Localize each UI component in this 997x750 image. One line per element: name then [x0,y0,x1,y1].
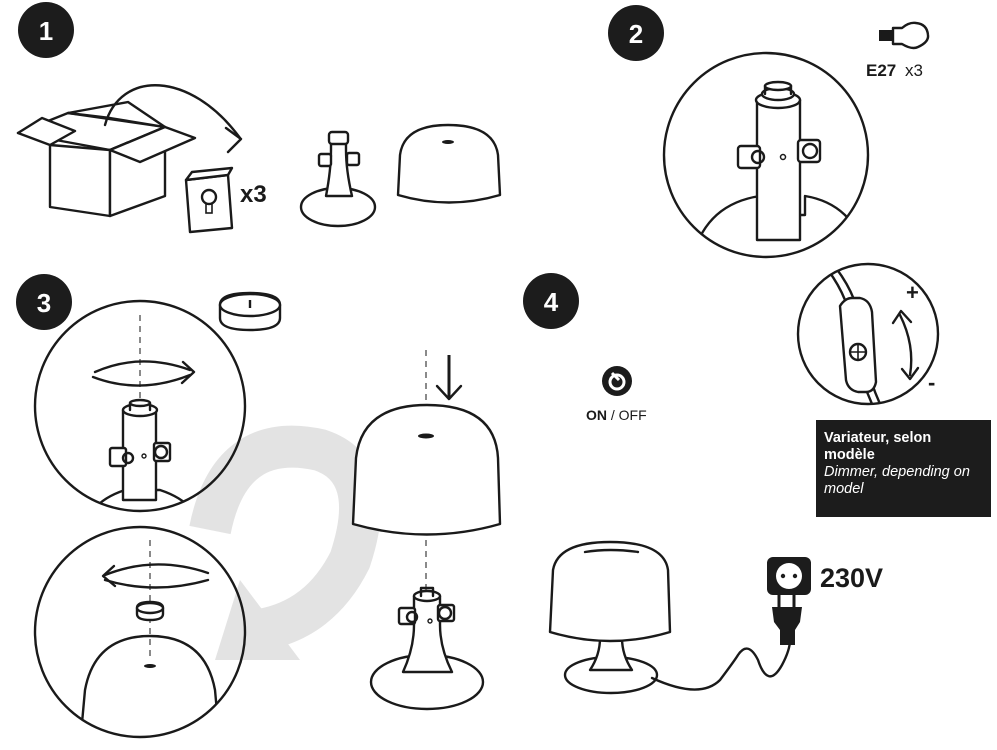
step-2-detail-circle [662,51,870,259]
dimmer-caption: Variateur, selon modèle Dimmer, dependin… [816,420,991,517]
rotate-arrow-icon [189,425,381,660]
step-1-badge: 1 [18,2,74,58]
step-2-number: 2 [629,19,643,49]
dimmer-detail-circle [796,262,940,406]
switch-on-label: ON [586,407,607,423]
switch-separator: / [607,407,619,423]
take-out-arrow-icon [103,84,243,154]
dimmer-caption-en: Dimmer, depending on model [824,464,970,497]
step-3-number: 3 [37,288,51,318]
step-1-number: 1 [39,16,53,46]
assembly-shade-icon [351,403,502,536]
bulb-box-icon [184,166,234,234]
plug-icon [772,592,802,645]
svg-text:ON / OFF: ON / OFF [586,407,647,423]
bulb-cap-icon [218,291,282,332]
step-2-badge: 2 [608,5,664,61]
voltage-label: 230V [820,563,883,593]
bulb-type-label: E27 [866,61,896,80]
step-4-badge: 4 [523,273,579,329]
bulb-quantity-label: x3 [240,181,267,208]
bulb-type-quantity: x3 [905,61,923,80]
step-3-detail-top [33,299,247,513]
dimmer-caption-fr: Variateur, selon modèle [824,430,932,463]
power-cable [650,638,792,691]
bulb-icon [879,21,930,50]
step-4-number: 4 [544,287,559,317]
socket-icon [767,557,811,595]
power-button-icon [602,366,632,396]
assembled-lamp-icon [548,540,672,695]
dimmer-minus-label: - [928,370,935,395]
switch-off-label: OFF [619,407,647,423]
step-3-badge: 3 [16,274,72,330]
svg-text:E27 x3: E27 x3 [866,61,923,80]
dimmer-plus-label: + [906,280,919,305]
assembly-base-icon [369,586,485,711]
down-arrow-icon [435,355,463,401]
step-3-detail-bottom [33,525,247,739]
lamp-base-icon [299,130,377,228]
box-icon [16,100,197,218]
lamp-shade-icon [396,123,502,204]
